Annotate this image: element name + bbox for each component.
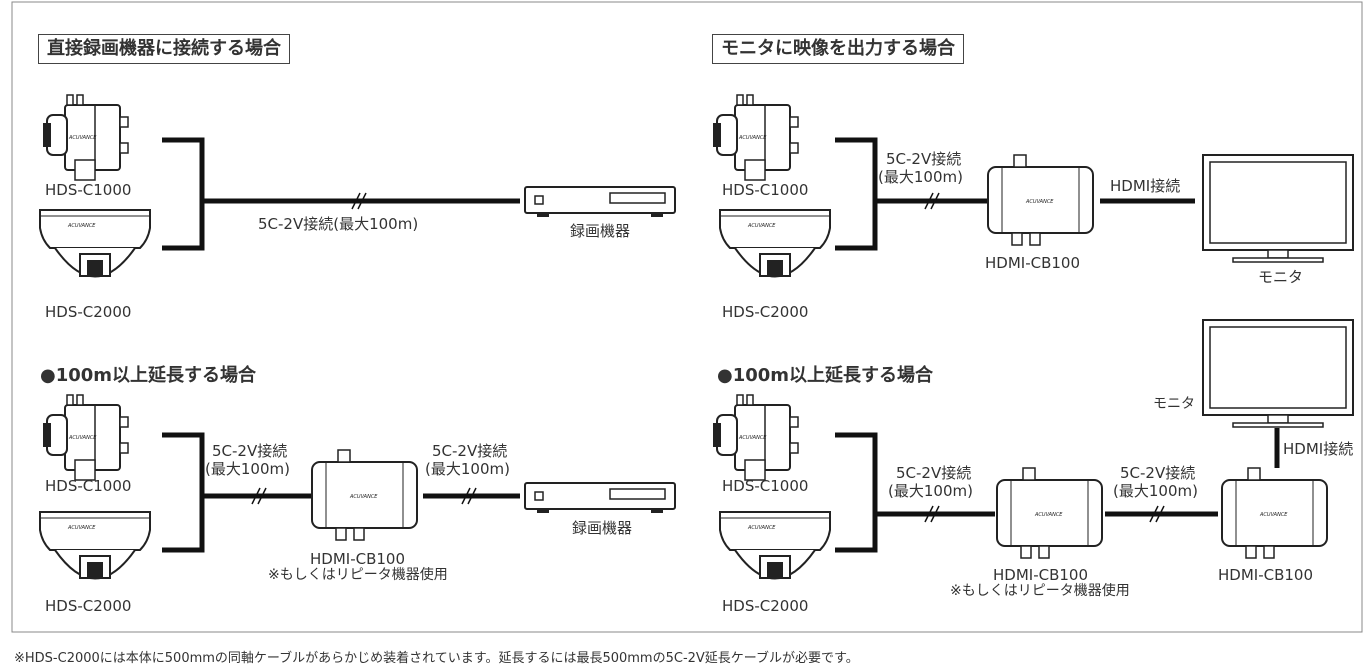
cable-label-line1: 5C-2V接続 xyxy=(886,150,962,168)
repeater-note: ※もしくはリピータ機器使用 xyxy=(950,583,1130,599)
recorder-label: 録画機器 xyxy=(570,222,631,240)
cable2-label-line1: 5C-2V接続 xyxy=(432,442,508,460)
converter-label: HDMI-CB100 xyxy=(985,254,1081,272)
cable1-label-line2: (最大100m) xyxy=(888,482,973,500)
recorder-label: 録画機器 xyxy=(572,519,633,537)
cable2-label-line1: 5C-2V接続 xyxy=(1120,464,1196,482)
cable-label-line2: (最大100m) xyxy=(878,168,963,186)
camera-label-c2000: HDS-C2000 xyxy=(45,597,132,615)
monitor-label: モニタ xyxy=(1153,396,1195,412)
cable-label: 5C-2V接続(最大100m) xyxy=(258,215,419,233)
camera-label-c1000: HDS-C1000 xyxy=(45,181,132,199)
section-title-direct: 直接録画機器に接続する場合 xyxy=(38,34,290,64)
camera-label-c1000: HDS-C1000 xyxy=(45,477,132,495)
converter-label: HDMI-CB100 xyxy=(310,550,406,568)
camera-label-c1000: HDS-C1000 xyxy=(722,181,809,199)
camera-label-c2000: HDS-C2000 xyxy=(722,303,809,321)
cable2-label-line2: (最大100m) xyxy=(1113,482,1198,500)
hdmi-label: HDMI接続 xyxy=(1110,177,1181,195)
section-title-extend-right: ●100m以上延長する場合 xyxy=(717,365,934,386)
camera-label-c1000: HDS-C1000 xyxy=(722,477,809,495)
cable1-label-line1: 5C-2V接続 xyxy=(212,442,288,460)
repeater-note: ※もしくはリピータ機器使用 xyxy=(268,567,448,583)
converter1-label: HDMI-CB100 xyxy=(993,566,1089,584)
hdmi-label: HDMI接続 xyxy=(1283,440,1354,458)
monitor-label: モニタ xyxy=(1258,268,1304,286)
footnote: ※HDS-C2000には本体に500mmの同軸ケーブルがあらかじめ装着されていま… xyxy=(14,651,859,666)
section-title-monitor: モニタに映像を出力する場合 xyxy=(712,34,964,64)
camera-label-c2000: HDS-C2000 xyxy=(45,303,132,321)
converter2-label: HDMI-CB100 xyxy=(1218,566,1314,584)
section-title-extend-left: ●100m以上延長する場合 xyxy=(40,365,257,386)
camera-label-c2000: HDS-C2000 xyxy=(722,597,809,615)
cable1-label-line1: 5C-2V接続 xyxy=(896,464,972,482)
cable2-label-line2: (最大100m) xyxy=(425,460,510,478)
cable1-label-line2: (最大100m) xyxy=(205,460,290,478)
